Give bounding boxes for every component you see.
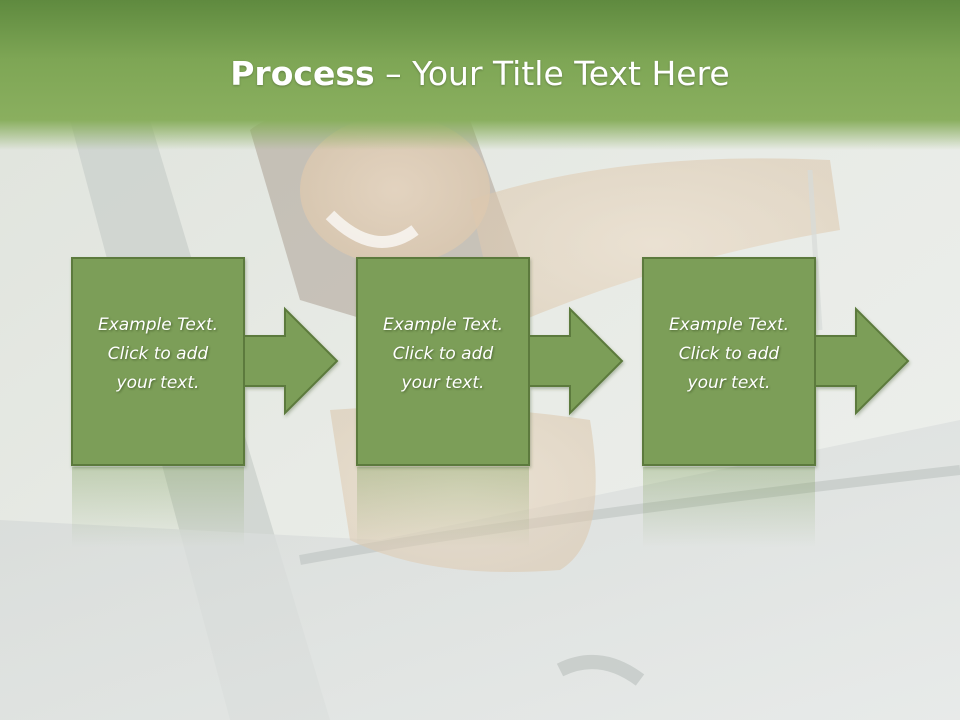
step-2-line-2: Click to add	[392, 344, 494, 364]
step-3-arrow[interactable]	[814, 306, 910, 416]
step-3-line-3: your text.	[687, 373, 771, 393]
step-2-line-1: Example Text.	[382, 315, 504, 335]
step-3-line-2: Click to add	[678, 344, 780, 364]
title-rest: – Your Title Text Here	[374, 54, 730, 93]
title-band	[0, 0, 960, 150]
title-strong: Process	[230, 54, 375, 93]
step-1-line-2: Click to add	[107, 344, 209, 364]
step-1-reflection	[72, 467, 244, 547]
step-1-arrow[interactable]	[243, 306, 339, 416]
step-3-box[interactable]	[642, 257, 816, 466]
process-step-2[interactable]	[356, 257, 624, 466]
step-2-box[interactable]	[356, 257, 530, 466]
slide-title[interactable]: Process – Your Title Text Here	[0, 52, 960, 96]
door-handle	[556, 655, 645, 686]
step-2-arrow[interactable]	[528, 306, 624, 416]
step-1-box[interactable]	[71, 257, 245, 466]
process-step-3[interactable]	[642, 257, 910, 466]
step-3-text[interactable]: Example Text. Click to add your text.	[642, 311, 816, 398]
step-3-line-1: Example Text.	[668, 315, 790, 335]
step-1-line-1: Example Text.	[97, 315, 219, 335]
process-step-1[interactable]	[71, 257, 339, 466]
key-chain	[807, 169, 823, 331]
step-3-reflection	[643, 467, 815, 547]
step-1-text[interactable]: Example Text. Click to add your text.	[71, 311, 245, 398]
step-1-line-3: your text.	[116, 373, 200, 393]
smile	[325, 210, 419, 248]
raised-arm	[470, 158, 840, 330]
step-2-reflection	[357, 467, 529, 547]
step-2-text[interactable]: Example Text. Click to add your text.	[356, 311, 530, 398]
step-2-line-3: your text.	[401, 373, 485, 393]
